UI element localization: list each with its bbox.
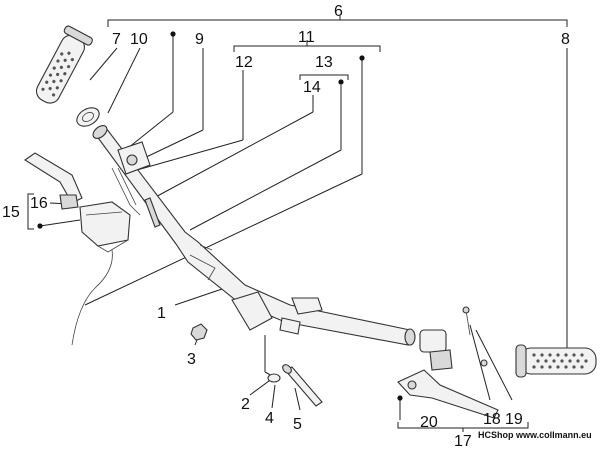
leader-lines [39,36,568,420]
part-label-6: 6 [334,3,343,20]
clamp-bolt [190,323,323,407]
part-label-14: 14 [303,79,321,96]
part-label-2: 2 [241,396,250,413]
master-cylinder [79,201,131,253]
part-label-17: 17 [454,433,472,449]
part-label-16: 16 [30,195,48,212]
right-brake-lever [397,369,499,419]
part-label-7: 7 [112,31,121,48]
dot-markers [37,31,403,401]
washer [76,107,100,127]
brake-hose [71,249,113,346]
part-label-15: 15 [2,204,20,221]
left-grip [35,25,93,104]
part-label-12: 12 [235,54,253,71]
watermark: HCShop www.collmann.eu [478,430,592,440]
part-labels: 6 7 10 9 11 8 12 13 14 15 16 1 3 2 4 5 2… [2,3,570,449]
bracket-lines [27,16,568,432]
left-switch-housing [111,141,161,228]
part-label-10: 10 [130,31,148,48]
part-label-1: 1 [157,305,166,322]
part-label-13: 13 [315,54,333,71]
part-label-19: 19 [505,411,523,428]
part-label-3: 3 [187,351,196,368]
part-label-9: 9 [195,31,204,48]
right-grip [515,344,597,378]
handlebar-tube [92,125,416,346]
part-label-8: 8 [561,31,570,48]
part-label-4: 4 [265,410,274,427]
part-label-11: 11 [298,29,315,46]
right-switch-housing [419,306,488,371]
part-label-18: 18 [483,411,501,428]
left-brake-lever [24,152,83,210]
part-label-20: 20 [420,414,438,431]
part-label-5: 5 [293,416,302,433]
